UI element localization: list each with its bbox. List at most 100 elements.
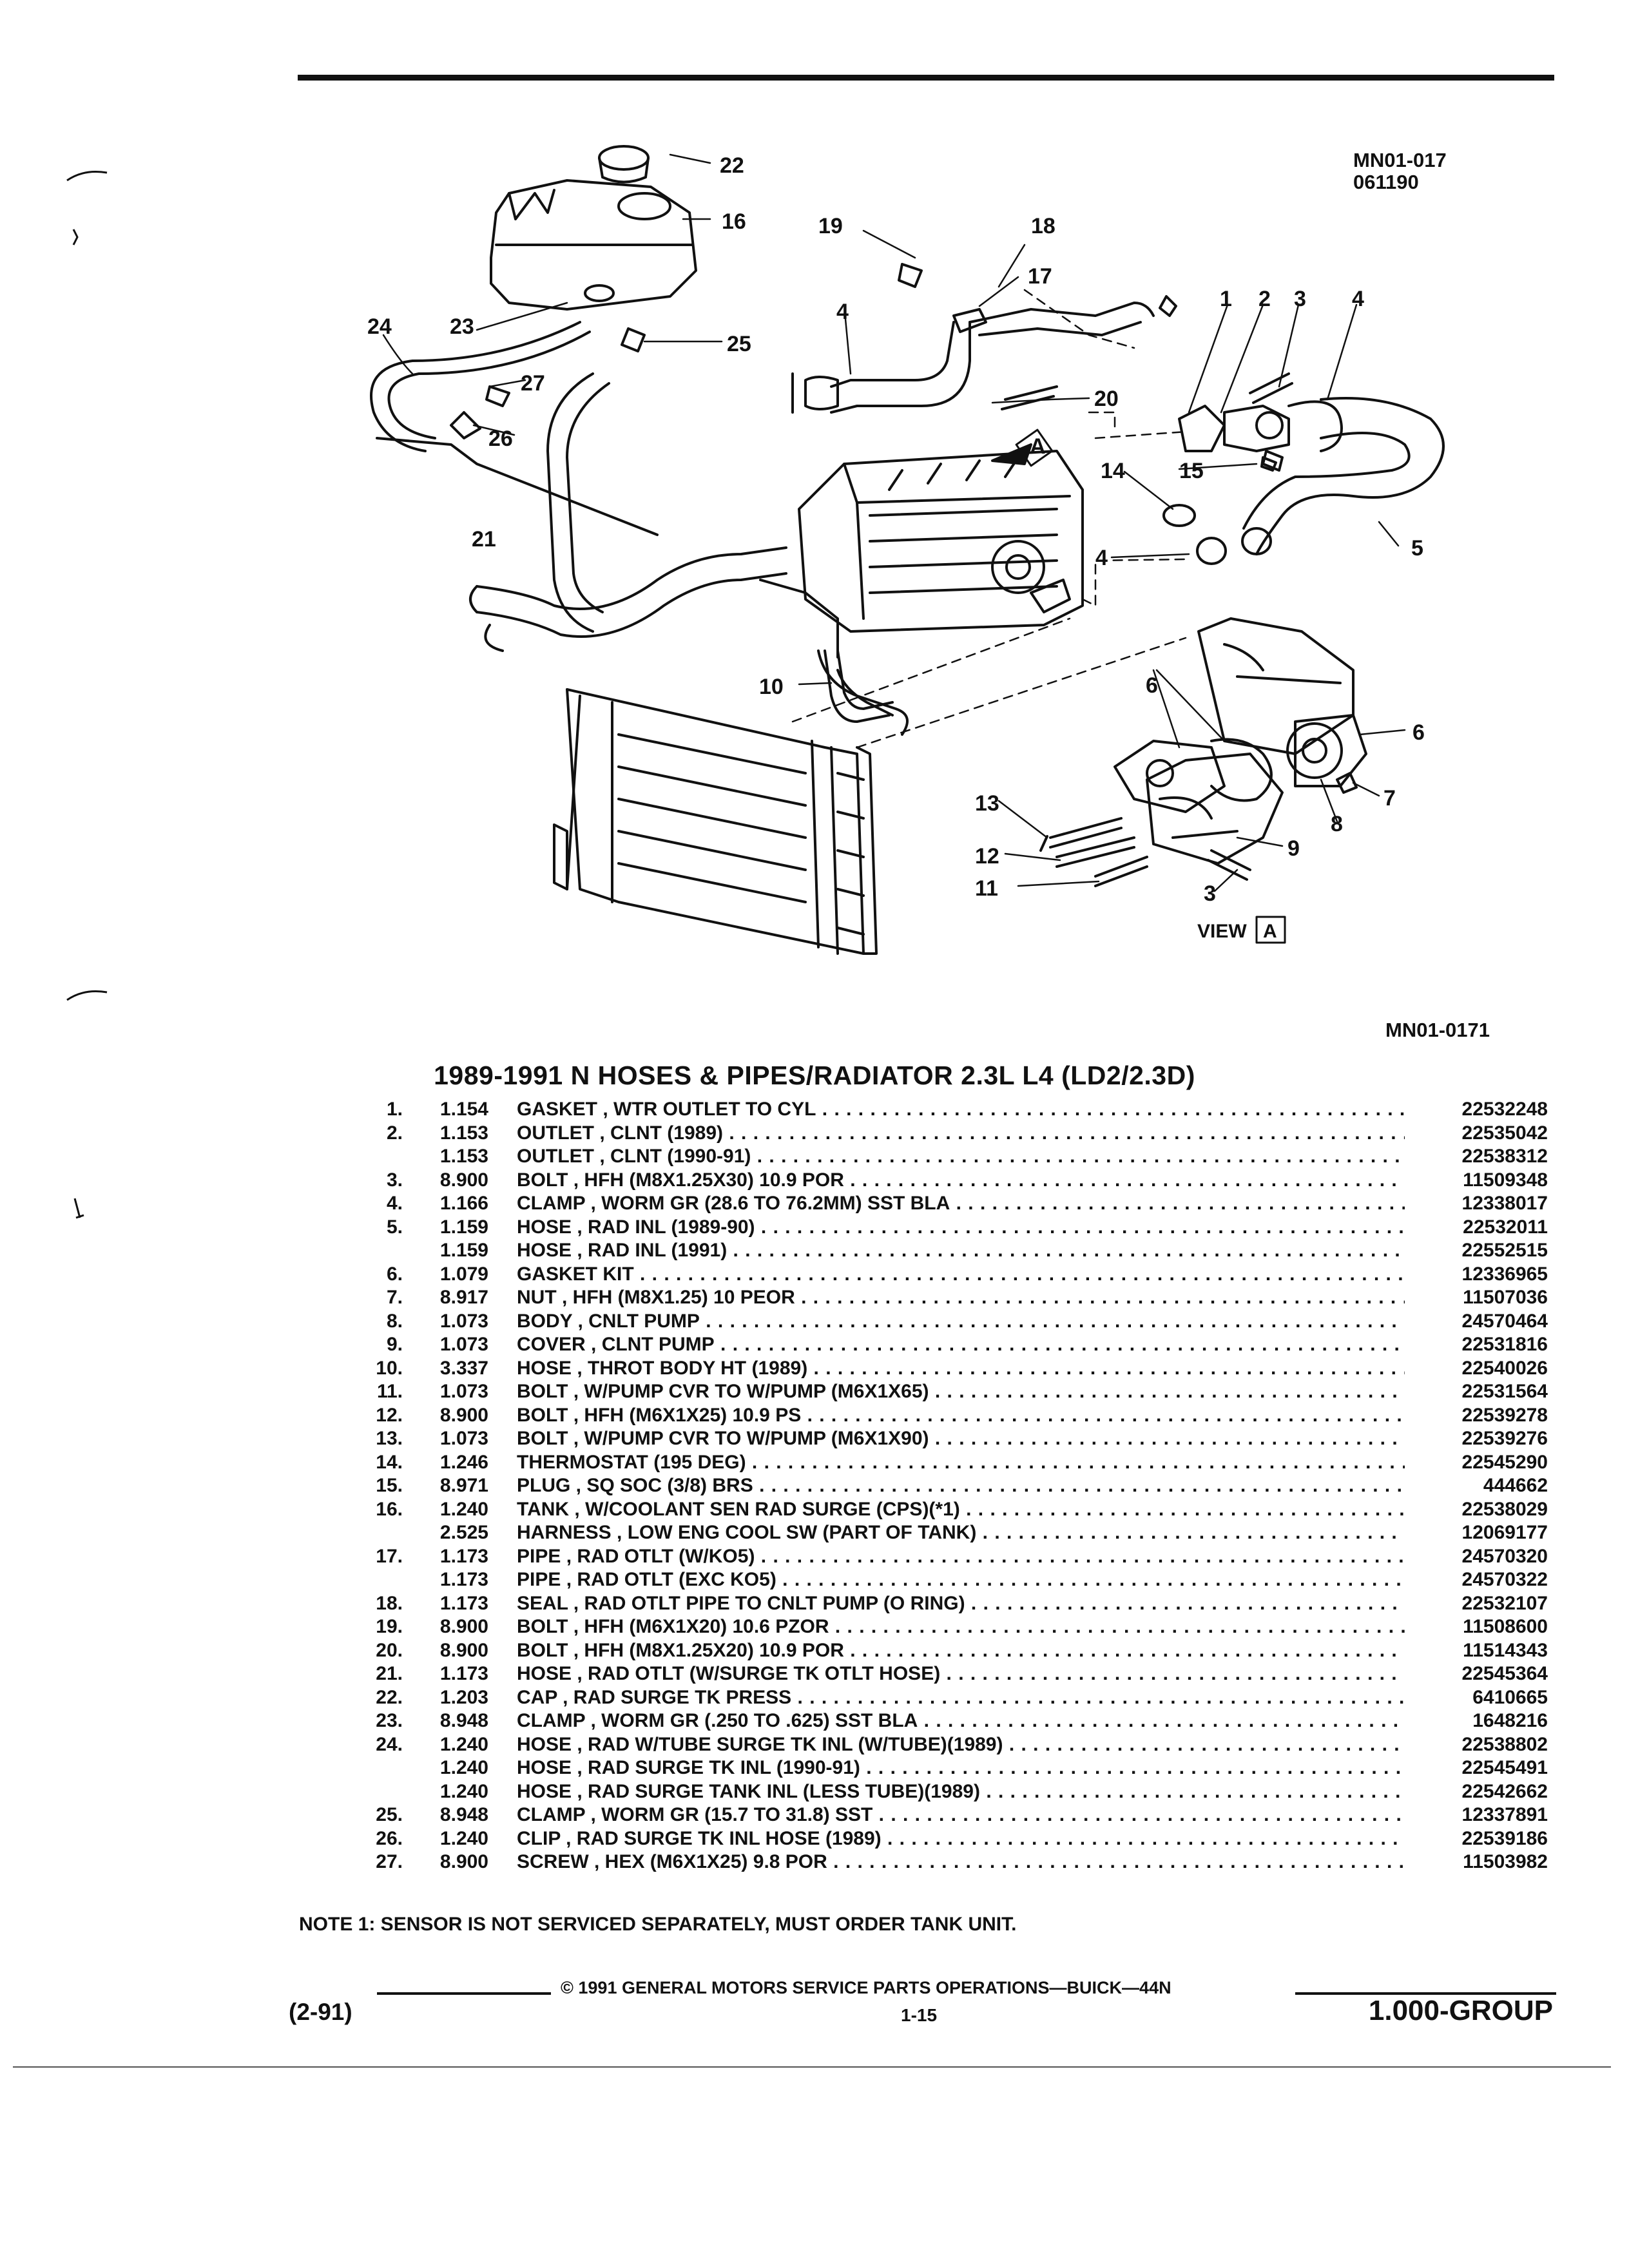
part-description: GASKET KIT	[517, 1263, 1405, 1286]
callout-20: 20	[1094, 387, 1119, 411]
part-description: CLAMP , WORM GR (15.7 TO 31.8) SST	[517, 1803, 1405, 1827]
part-number-index: 13.	[376, 1428, 403, 1449]
group-number: 8.900	[439, 1169, 488, 1191]
scan-margin-marks	[66, 171, 108, 1219]
part-description: CLIP , RAD SURGE TK INL HOSE (1989)	[517, 1827, 1405, 1850]
pump-bolts-illustration	[898, 263, 1293, 887]
radiator-outlet-hose	[469, 546, 909, 736]
group-number: 2.525	[439, 1522, 488, 1543]
callout-13: 13	[975, 791, 999, 816]
part-number-index: 17.	[376, 1545, 403, 1567]
part-number-index: 16.	[376, 1498, 403, 1520]
part-catalog-number: 22538029	[1461, 1498, 1548, 1520]
part-description: CLAMP , WORM GR (.250 TO .625) SST BLA	[517, 1709, 1405, 1733]
part-description: GASKET , WTR OUTLET TO CYL	[517, 1098, 1405, 1121]
callout-12: 12	[975, 844, 999, 869]
part-description: HOSE , THROT BODY HT (1989)	[517, 1357, 1405, 1380]
part-number-index: 19.	[376, 1616, 403, 1637]
callout-11: 11	[975, 876, 998, 901]
part-description: HOSE , RAD SURGE TK INL (1990-91)	[517, 1756, 1405, 1780]
callout-21: 21	[472, 527, 496, 552]
callout-24: 24	[367, 314, 392, 339]
callout-view-arrow-letter: A	[1030, 434, 1046, 459]
callout-6-right: 6	[1412, 720, 1425, 745]
part-description: BOLT , W/PUMP CVR TO W/PUMP (M6X1X65)	[517, 1380, 1405, 1403]
part-description: THERMOSTAT (195 DEG)	[517, 1451, 1405, 1474]
part-description: HARNESS , LOW ENG COOL SW (PART OF TANK)	[517, 1521, 1405, 1544]
callout-15: 15	[1179, 459, 1204, 483]
top-rule	[298, 75, 1554, 81]
callout-4-upper-left: 4	[836, 300, 849, 324]
part-number-index: 14.	[376, 1451, 403, 1473]
callout-7: 7	[1383, 786, 1396, 811]
part-catalog-number: 22539278	[1461, 1404, 1548, 1426]
callout-25: 25	[727, 332, 751, 356]
callout-3: 3	[1294, 287, 1306, 311]
footer-group: 1.000-GROUP	[1368, 1995, 1553, 2026]
part-number-index: 20.	[376, 1639, 403, 1661]
part-number-index: 11.	[376, 1381, 403, 1402]
part-number-index: 2.	[386, 1122, 403, 1144]
part-catalog-number: 22540026	[1461, 1357, 1548, 1379]
footer-rule-left	[377, 1992, 551, 1995]
part-catalog-number: 22539276	[1461, 1428, 1548, 1449]
part-catalog-number: 22552515	[1461, 1240, 1548, 1261]
part-catalog-number: 11503982	[1463, 1851, 1548, 1872]
throttle-body-hose	[824, 649, 894, 723]
group-number: 1.073	[439, 1310, 488, 1332]
group-number: 1.153	[439, 1146, 488, 1167]
part-description: BOLT , HFH (M8X1.25X20) 10.9 POR	[517, 1639, 1405, 1662]
part-catalog-number: 11508600	[1463, 1616, 1548, 1637]
part-description: OUTLET , CLNT (1990-91)	[517, 1145, 1405, 1168]
part-number-index: 15.	[376, 1475, 403, 1496]
part-number-index: 27.	[376, 1851, 403, 1872]
radiator-outlet-pipe	[791, 302, 1155, 414]
view-label: VIEW	[1197, 921, 1247, 942]
part-description: BOLT , W/PUMP CVR TO W/PUMP (M6X1X90)	[517, 1427, 1405, 1450]
footer-date-code: (2-91)	[289, 1999, 352, 2025]
part-catalog-number: 22542662	[1461, 1780, 1548, 1802]
part-number-index: 18.	[376, 1592, 403, 1614]
part-number-index: 6.	[386, 1263, 403, 1285]
part-catalog-number: 22532107	[1461, 1592, 1548, 1614]
part-description: SCREW , HEX (M6X1X25) 9.8 POR	[517, 1850, 1405, 1874]
leader-lines	[382, 153, 1406, 892]
part-number-index: 21.	[376, 1663, 403, 1684]
part-number-index: 22.	[376, 1686, 403, 1708]
part-description: HOSE , RAD W/TUBE SURGE TK INL (W/TUBE)(…	[517, 1733, 1405, 1756]
thermostat-housing-illustration	[1162, 397, 1445, 565]
group-number: 1.154	[439, 1099, 488, 1120]
callout-10: 10	[759, 675, 784, 699]
callout-8: 8	[1331, 812, 1343, 836]
part-catalog-number: 12069177	[1461, 1522, 1548, 1543]
part-description: HOSE , RAD SURGE TANK INL (LESS TUBE)(19…	[517, 1780, 1405, 1803]
group-number: 8.900	[439, 1616, 488, 1637]
illustration-date: 061190	[1353, 171, 1419, 193]
part-description: BODY , CNLT PUMP	[517, 1310, 1405, 1333]
part-catalog-number: 22531564	[1461, 1381, 1548, 1402]
callout-19: 19	[818, 214, 843, 238]
part-number-index: 26.	[376, 1827, 403, 1849]
group-number: 1.073	[439, 1428, 488, 1449]
group-number: 1.159	[439, 1240, 488, 1261]
callout-14: 14	[1101, 459, 1125, 483]
part-catalog-number: 6410665	[1472, 1686, 1548, 1708]
callout-18: 18	[1031, 214, 1055, 238]
illustration-reference: MN01-0171	[1385, 1019, 1490, 1041]
illustration-code-block: MN01-017 061190	[1353, 149, 1447, 193]
